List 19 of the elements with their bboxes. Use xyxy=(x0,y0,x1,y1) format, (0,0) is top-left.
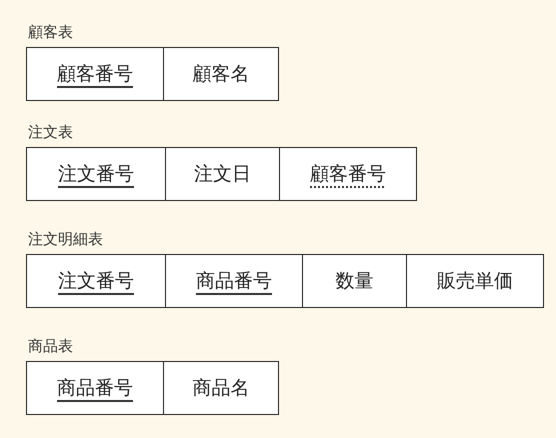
relation-table xyxy=(26,22,279,101)
attribute-cell: 顧客名 xyxy=(163,48,278,100)
attribute-cell: 注文番号 xyxy=(27,255,165,307)
attribute-cell: 注文日 xyxy=(165,148,279,200)
attribute-cell: 顧客番号 xyxy=(279,148,416,200)
attribute-cell: 注文番号 xyxy=(27,148,165,200)
attribute-cell: 商品番号 xyxy=(165,255,302,307)
attribute-cell: 商品番号 xyxy=(27,362,163,414)
relation-table xyxy=(26,336,279,415)
attribute-cell: 数量 xyxy=(302,255,406,307)
table-title: 注文明細表 xyxy=(28,229,104,249)
table-title: 注文表 xyxy=(28,122,74,142)
relation-table xyxy=(26,229,544,308)
table-title: 商品表 xyxy=(28,336,74,356)
attribute-cell: 商品名 xyxy=(163,362,278,414)
attribute-cell: 販売単価 xyxy=(406,255,543,307)
attribute-cell: 顧客番号 xyxy=(27,48,163,100)
table-title: 顧客表 xyxy=(28,22,74,42)
relation-table xyxy=(26,122,417,201)
